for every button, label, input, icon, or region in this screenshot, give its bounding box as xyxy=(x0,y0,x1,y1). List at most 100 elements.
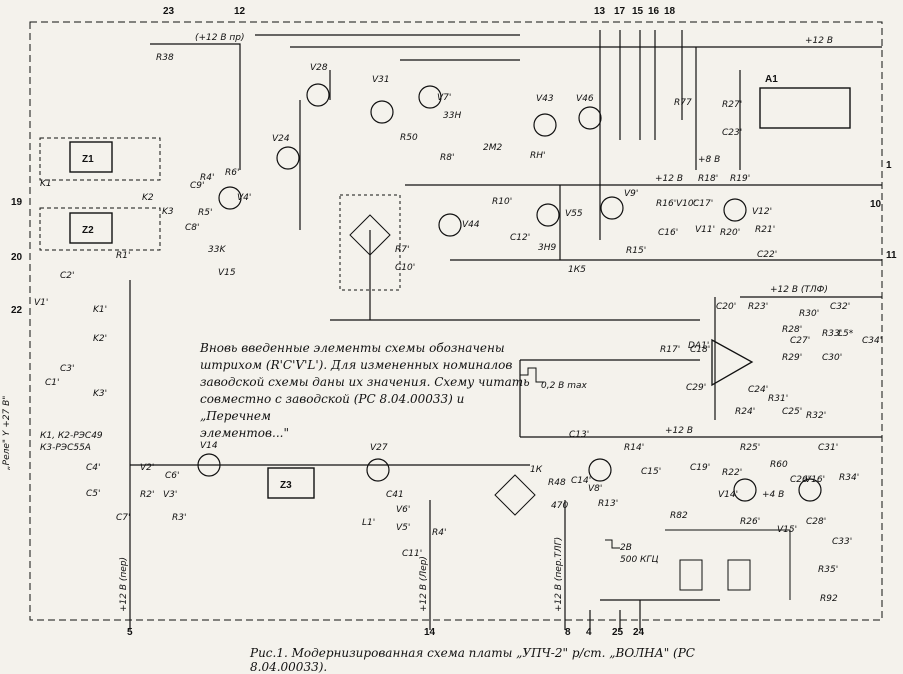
svg-text:18: 18 xyxy=(664,6,676,17)
svg-text:C7': C7' xyxy=(116,513,130,523)
svg-text:V2': V2' xyxy=(140,463,154,473)
svg-text:1К: 1К xyxy=(530,465,543,475)
svg-text:C18': C18' xyxy=(690,345,710,355)
svg-text:V44: V44 xyxy=(462,220,480,230)
svg-text:R31': R31' xyxy=(768,394,788,404)
svg-text:R18': R18' xyxy=(698,174,718,184)
svg-text:+12 В (пер.ТЛГ): +12 В (пер.ТЛГ) xyxy=(554,537,564,612)
svg-text:V14: V14 xyxy=(200,441,218,451)
note-line: заводской схемы даны их значения. Схему … xyxy=(200,375,530,389)
svg-text:C20': C20' xyxy=(716,302,736,312)
svg-text:R28': R28' xyxy=(782,325,802,335)
svg-text:1К5: 1К5 xyxy=(568,265,586,275)
svg-text:K2: K2 xyxy=(142,193,154,203)
svg-text:R26': R26' xyxy=(740,517,760,527)
svg-text:V6': V6' xyxy=(396,505,410,515)
svg-text:V46: V46 xyxy=(576,94,594,104)
svg-text:V15': V15' xyxy=(777,525,797,535)
figure-caption: Рис.1. Модернизированная схема платы „УП… xyxy=(250,646,695,674)
svg-text:V16': V16' xyxy=(805,475,825,485)
svg-text:4: 4 xyxy=(586,627,592,638)
svg-text:V11': V11' xyxy=(695,225,715,235)
svg-text:C5': C5' xyxy=(86,489,100,499)
svg-text:R10': R10' xyxy=(492,197,512,207)
svg-text:L1': L1' xyxy=(362,518,375,528)
left-pins: 19 20 22 xyxy=(11,197,23,316)
svg-text:R27': R27' xyxy=(722,100,742,110)
svg-text:V8': V8' xyxy=(588,484,602,494)
svg-text:C6': C6' xyxy=(165,471,179,481)
filter-z2: Z2 xyxy=(39,207,161,251)
svg-text:R30': R30' xyxy=(799,309,819,319)
svg-text:C22': C22' xyxy=(757,250,777,260)
svg-text:C28': C28' xyxy=(806,517,826,527)
top-supply-rail xyxy=(129,30,882,630)
svg-text:R21': R21' xyxy=(755,225,775,235)
diode-bridge-lower xyxy=(494,474,536,516)
svg-text:R48: R48 xyxy=(548,478,566,488)
bus-labels: +12 В (пер) +12 В (Лер) +12 В (пер.ТЛГ) xyxy=(119,537,564,612)
svg-text:16: 16 xyxy=(648,6,660,17)
svg-text:R24': R24' xyxy=(735,407,755,417)
svg-text:V1': V1' xyxy=(34,298,48,308)
note-line: элементов..." xyxy=(200,426,289,440)
svg-text:11: 11 xyxy=(886,250,897,261)
svg-text:V3': V3' xyxy=(163,490,177,500)
svg-text:25: 25 xyxy=(612,627,624,638)
svg-text:C8': C8' xyxy=(185,223,199,233)
svg-text:C9': C9' xyxy=(190,181,204,191)
right-pins: 1 10 11 xyxy=(870,160,897,261)
svg-text:R1': R1' xyxy=(116,251,130,261)
svg-text:R14': R14' xyxy=(624,443,644,453)
svg-text:R82: R82 xyxy=(670,511,688,521)
svg-text:R35': R35' xyxy=(818,565,838,575)
svg-text:R34': R34' xyxy=(839,473,859,483)
svg-text:+12 В (пер): +12 В (пер) xyxy=(119,557,129,612)
svg-text:V10': V10' xyxy=(676,199,696,209)
svg-text:V12': V12' xyxy=(752,207,772,217)
svg-text:0,2 В max: 0,2 В max xyxy=(541,381,587,391)
transistor-symbols xyxy=(197,83,822,502)
svg-text:C14': C14' xyxy=(571,476,591,486)
svg-text:+12 В: +12 В xyxy=(665,426,693,436)
svg-text:10: 10 xyxy=(870,199,882,210)
svg-text:K1: K1 xyxy=(40,179,52,189)
svg-text:17: 17 xyxy=(614,6,626,17)
relay-legend: К1, К2-РЭС49 К3-РЭС55А xyxy=(40,430,103,454)
filter-z1: Z1 xyxy=(39,137,161,181)
svg-text:R13': R13' xyxy=(598,499,618,509)
relay-legend-line: К3-РЭС55А xyxy=(40,443,91,453)
transistor-labels: V28 V31 V7' V43 V46 V24 V4' V9' V44 V55 … xyxy=(200,63,825,500)
svg-text:23: 23 xyxy=(163,6,175,17)
board-outline xyxy=(29,21,883,621)
svg-text:R2': R2' xyxy=(140,490,154,500)
filter-z3: Z3 xyxy=(267,467,315,499)
svg-text:R3': R3' xyxy=(172,513,186,523)
diode-bridge-upper xyxy=(339,194,401,291)
svg-text:V14': V14' xyxy=(718,490,738,500)
svg-text:C16': C16' xyxy=(658,228,678,238)
svg-text:C11': C11' xyxy=(402,549,422,559)
note-line: штрихом (R'C'V'L'). Для измененных номин… xyxy=(200,358,513,372)
svg-text:L5*: L5* xyxy=(838,329,854,339)
relay-legend-line: К1, К2-РЭС49 xyxy=(40,431,103,441)
svg-text:33K: 33K xyxy=(208,245,226,255)
svg-text:V15: V15 xyxy=(218,268,236,278)
svg-text:V28: V28 xyxy=(310,63,328,73)
svg-text:19: 19 xyxy=(11,197,23,208)
supply-labels: +12 В (+12 В пр) +12 В +8 В +12 В (ТЛФ) … xyxy=(195,33,833,500)
svg-text:K3: K3 xyxy=(162,207,174,217)
note-line: совместно с заводской (РС 8.04.00033) и … xyxy=(200,392,465,423)
svg-text:V5': V5' xyxy=(396,523,410,533)
svg-text:C30': C30' xyxy=(822,353,842,363)
svg-text:12: 12 xyxy=(234,6,246,17)
svg-text:C32': C32' xyxy=(830,302,850,312)
svg-text:470: 470 xyxy=(551,501,568,511)
svg-text:R6': R6' xyxy=(225,168,239,178)
svg-text:20: 20 xyxy=(11,252,23,263)
svg-text:C19': C19' xyxy=(690,463,710,473)
svg-text:R16': R16' xyxy=(656,199,676,209)
svg-text:A1: A1 xyxy=(765,74,778,85)
svg-text:C29': C29' xyxy=(686,383,706,393)
svg-text:R15': R15' xyxy=(626,246,646,256)
